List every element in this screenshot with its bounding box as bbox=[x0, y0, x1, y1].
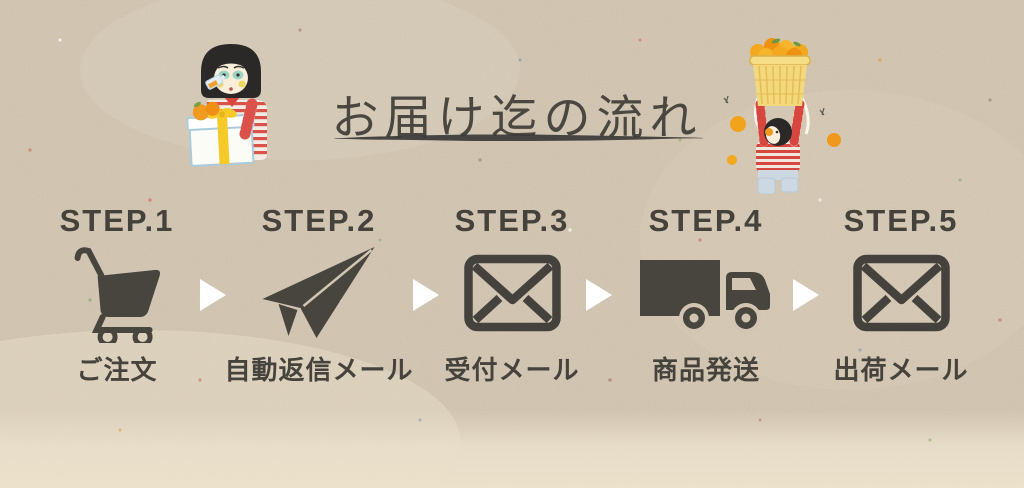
step-label: 受付メール bbox=[444, 355, 580, 385]
girl-with-gift-illustration bbox=[186, 44, 268, 167]
step-number: STEP.2 bbox=[261, 203, 377, 238]
child-carrying-basket-illustration bbox=[723, 38, 841, 194]
flow-arrow-icon bbox=[200, 279, 226, 311]
step-item-1: STEP.1 ご注文 bbox=[60, 203, 175, 387]
flow-arrow-icon bbox=[586, 279, 612, 311]
step-number: STEP.1 bbox=[59, 203, 175, 238]
envelope-icon bbox=[463, 254, 561, 332]
step-label: 自動返信メール bbox=[224, 355, 414, 385]
step-item-3: STEP.3 受付メール bbox=[444, 203, 579, 387]
cart-icon bbox=[74, 247, 161, 343]
step-item-5: STEP.5 出荷メール bbox=[833, 203, 968, 387]
flow-arrow-icon bbox=[413, 279, 439, 311]
step-number: STEP.5 bbox=[843, 203, 959, 238]
step-label: 商品発送 bbox=[651, 355, 760, 385]
flow-arrow-icon bbox=[793, 279, 819, 311]
step-item-2: STEP.2 自動返信メール bbox=[224, 203, 413, 387]
envelope-icon bbox=[852, 254, 950, 332]
step-label: ご注文 bbox=[76, 355, 158, 385]
step-number: STEP.3 bbox=[454, 203, 570, 238]
gift-box bbox=[186, 101, 255, 167]
truck-icon bbox=[640, 260, 770, 333]
paper-plane-icon bbox=[262, 247, 375, 338]
step-label: 出荷メール bbox=[833, 355, 969, 385]
step-number: STEP.4 bbox=[648, 203, 764, 238]
step-item-4: STEP.4 商品発送 bbox=[638, 203, 774, 387]
mandarin-basket bbox=[749, 38, 811, 106]
title-brush-underline bbox=[333, 134, 704, 141]
